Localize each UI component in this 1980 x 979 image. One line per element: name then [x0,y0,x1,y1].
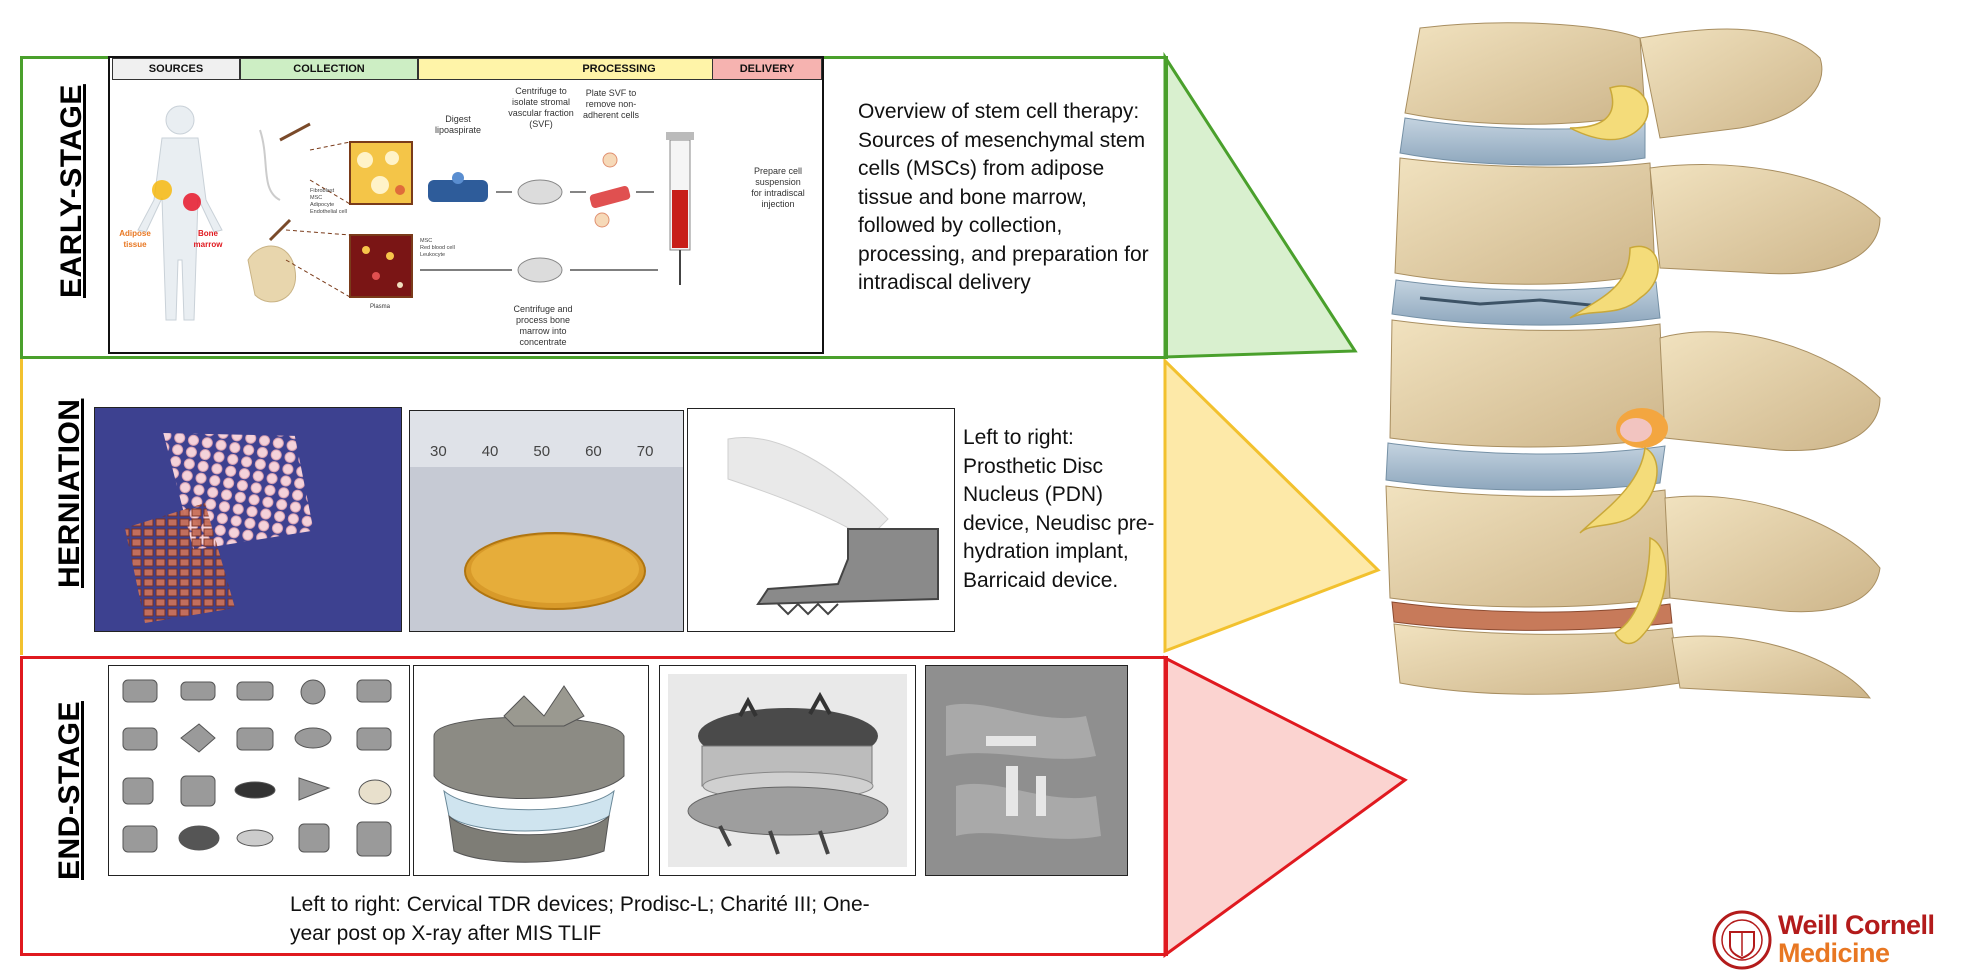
vertebra-l2 [1394,157,1881,285]
early-stage-description: Overview of stem cell therapy: Sources o… [858,100,1149,294]
centrifuge-bm-icon [517,257,563,283]
pdn-device-image [95,408,401,631]
herniation-callout [1163,357,1381,654]
neudisc-implant-photo: 30 40 50 60 70 [409,410,684,632]
disc-4-collapsed [1391,601,1673,631]
centrifuge-svf-icon [517,179,563,205]
marrow-site-icon [183,193,201,211]
prodisc-l-photo [413,665,649,876]
xray-image [926,666,1127,875]
xray-mis-tlif-photo [925,665,1128,876]
early-stage-callout [1163,51,1358,359]
neudisc-implant-image [410,411,683,631]
bone-marrow-magnified [349,234,413,298]
cervical-tdr-grid [122,679,392,857]
syringe-icon-marrow [268,218,292,242]
vertebra-l1 [1404,22,1823,139]
adipose-site-icon [152,180,172,200]
barricaid-device-photo [687,408,955,632]
centrifuge-bm-label: Centrifuge and process bone marrow into … [513,304,573,347]
early-stage-label: EARLY-STAGE [55,84,88,298]
adipose-cell-legend: Fibroblast MSC Adipocyte Endothelial cel… [310,188,347,215]
marrow-cell-legend: MSC Red blood cell Leukocyte [420,238,455,258]
prodisc-l-image [414,666,648,875]
syringe-icon-collection [279,122,311,142]
adipose-label: Adipose tissue [119,229,151,249]
herniation-panel [20,359,1168,655]
barricaid-device-image [688,409,954,631]
header-delivery: DELIVERY [712,58,822,80]
herniation-description: Left to right: Prosthetic Disc Nucleus (… [963,426,1155,592]
end-stage-description: Left to right: Cervical TDR devices; Pro… [290,893,870,945]
disc-3-herniated [1385,442,1666,491]
end-stage-panel [20,656,1168,956]
bone-marrow-label: Bone marrow [193,229,223,249]
pdn-device-photo [94,407,402,632]
culture-flask-icon [589,185,631,209]
ruler-ticks: 30 40 50 60 70 [430,443,654,460]
disc-2-early-degeneration [1391,279,1661,326]
digester-icon [428,180,488,202]
logo-line1: Weill Cornell [1778,910,1935,940]
plasma-label: Plasma [369,304,390,310]
abdomen-sketch [259,129,281,201]
workflow-illustration [137,105,694,321]
header-sources: SOURCES [112,58,240,80]
header-collection: COLLECTION [240,58,418,80]
weill-cornell-seal-icon [1712,910,1772,970]
injection-syringe-icon [666,132,694,285]
pelvis-bone-icon [247,245,296,303]
vertebra-l3 [1389,319,1881,452]
adipose-tissue-magnified [349,141,413,205]
charite-iii-image [668,674,907,867]
vertebra-l5 [1393,623,1872,699]
prepare-label: Prepare cell suspension for intradiscal … [751,166,805,209]
human-body-icon [137,105,223,321]
centrifuge-svf-label: Centrifuge to isolate stromal vascular f… [508,86,574,129]
lumbar-spine-illustration [1385,22,1881,699]
end-stage-label: END-STAGE [53,701,86,880]
spinal-nerves [1569,85,1667,645]
logo-line2: Medicine [1778,938,1890,968]
digest-label: Digest lipoaspirate [434,114,482,135]
plate-svf-label: Plate SVF to remove non-adherent cells [582,88,640,120]
charite-iii-photo [659,665,916,876]
herniation-label: HERNIATION [53,398,86,588]
cervical-tdr-devices-photo [108,665,410,876]
stem-cell-workflow-diagram: SOURCES COLLECTION PROCESSING DELIVERY [108,56,824,354]
